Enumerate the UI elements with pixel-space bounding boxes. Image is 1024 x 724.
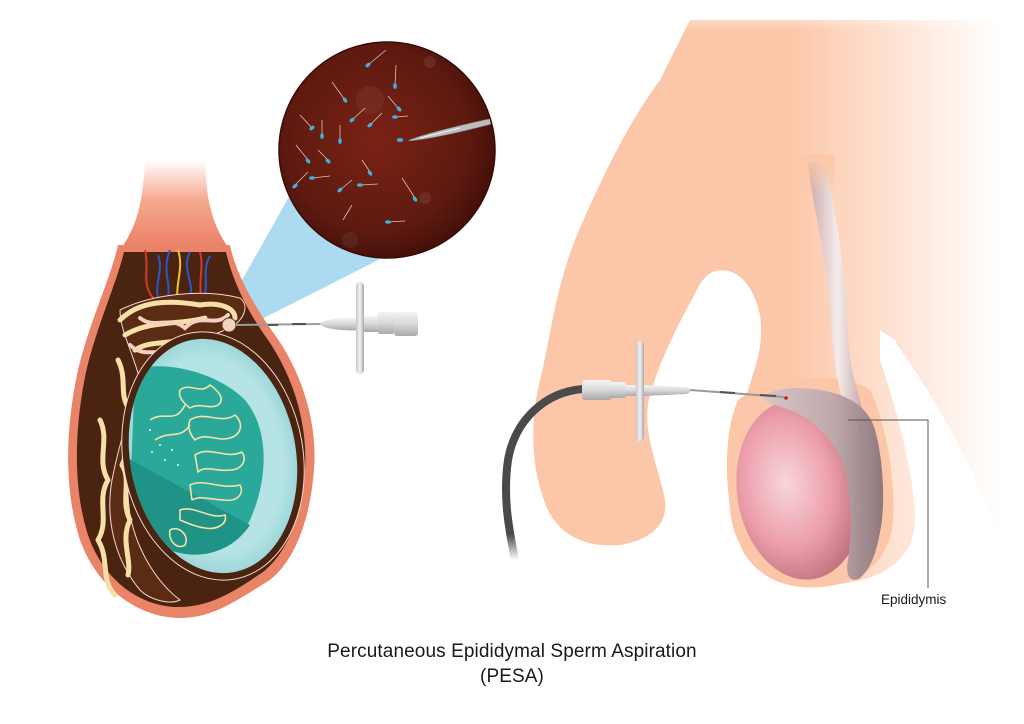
zoom-beam xyxy=(232,195,398,326)
spermatic-cord xyxy=(120,160,230,250)
figure-subtitle-acronym: (PESA) xyxy=(480,666,544,687)
epididymis-leader-line xyxy=(848,419,929,588)
label-epididymis: Epididymis xyxy=(881,592,947,607)
epididymis-external xyxy=(762,388,884,580)
magnifier xyxy=(278,41,496,259)
sperm-heads xyxy=(292,62,418,224)
needle-right xyxy=(582,341,785,441)
testis-section xyxy=(121,331,305,581)
testis-external xyxy=(736,400,864,580)
aspiration-tubing xyxy=(501,385,587,564)
vas-deferens xyxy=(800,155,868,430)
needle-left xyxy=(235,282,418,374)
needle-tip-magnified xyxy=(408,116,495,142)
figure-title: Percutaneous Epididymal Sperm Aspiration xyxy=(327,641,697,662)
